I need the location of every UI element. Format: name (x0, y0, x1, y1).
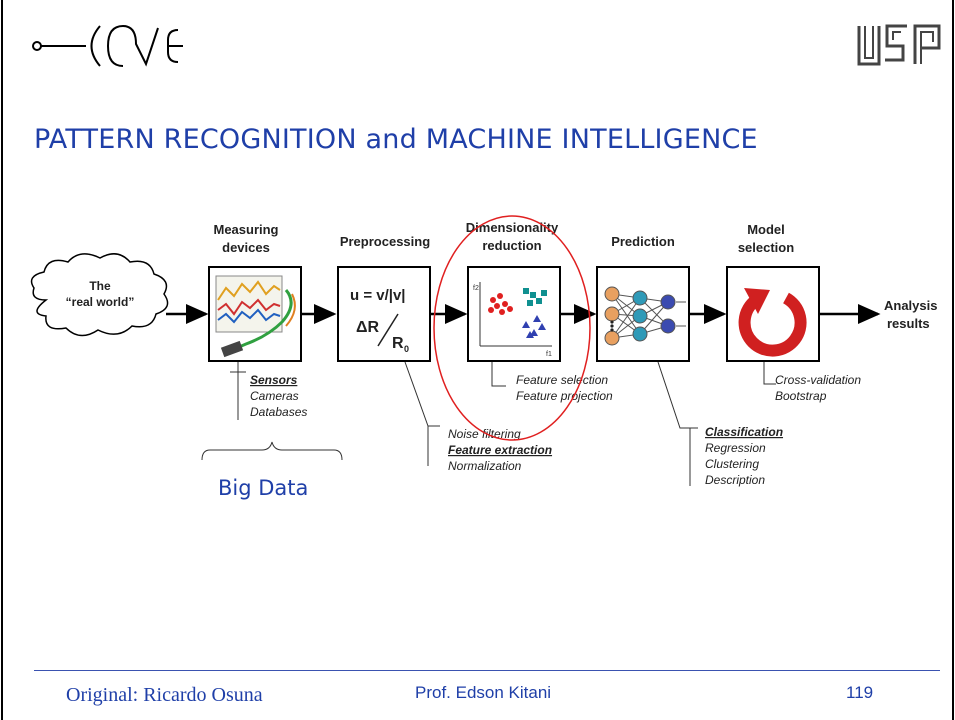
svg-text:Analysis: Analysis (884, 298, 937, 313)
svg-text:Measuring: Measuring (213, 222, 278, 237)
circular-arrow-icon (738, 288, 807, 357)
output-label: Analysis results (884, 298, 937, 331)
svg-text:Cameras: Cameras (250, 389, 299, 403)
svg-text:reduction: reduction (482, 238, 541, 253)
page-number: 119 (846, 683, 874, 702)
slide-border-left (1, 0, 3, 720)
svg-text:selection: selection (738, 240, 794, 255)
svg-text:Noise filtering: Noise filtering (448, 427, 521, 441)
svg-text:Regression: Regression (705, 441, 766, 455)
svg-text:Feature extraction: Feature extraction (448, 443, 552, 457)
footer-credit: Original: Ricardo Osuna (66, 684, 263, 706)
model-selection-box (726, 266, 820, 362)
stage-title-preprocessing: Preprocessing (340, 234, 430, 249)
svg-text:Bootstrap: Bootstrap (775, 389, 827, 403)
slide-title: PATTERN RECOGNITION and MACHINE INTELLIG… (34, 124, 758, 155)
preprocessing-details: Noise filtering Feature extraction Norma… (404, 361, 552, 473)
svg-text:Dimensionality: Dimensionality (466, 220, 559, 235)
svg-text:f2: f2 (473, 285, 479, 292)
stage-title-measuring: Measuring devices (213, 222, 278, 255)
sensor-chart-icon (215, 275, 296, 358)
logo-ane (32, 24, 183, 67)
stage-title-dimensionality: Dimensionality reduction (466, 220, 559, 253)
svg-text:Sensors: Sensors (250, 373, 298, 387)
measuring-devices-box (208, 266, 302, 362)
real-world-cloud: The “real world” (30, 253, 169, 337)
svg-text:Feature projection: Feature projection (516, 389, 613, 403)
neural-network-icon (604, 286, 686, 346)
svg-text:Clustering: Clustering (705, 457, 759, 471)
svg-text:Description: Description (705, 473, 765, 487)
svg-text:Cross-validation: Cross-validation (775, 373, 861, 387)
svg-text:Normalization: Normalization (448, 459, 522, 473)
dimensionality-box: f2 f1 (467, 266, 561, 362)
svg-text:“real world”: “real world” (66, 295, 135, 309)
svg-text:0: 0 (404, 344, 409, 354)
prediction-details: Classification Regression Clustering Des… (657, 361, 783, 487)
footer-divider (34, 670, 940, 671)
svg-text:devices: devices (222, 240, 270, 255)
pipeline-diagram: Measuring devices Preprocessing Dimensio… (30, 215, 937, 487)
slide-border-right (952, 0, 954, 720)
svg-text:Prediction: Prediction (611, 234, 675, 249)
svg-text:Classification: Classification (705, 425, 783, 439)
svg-text:Model: Model (747, 222, 785, 237)
preprocessing-box: u = v/|v| ΔR R 0 (337, 266, 431, 362)
big-data-label: Big Data (218, 476, 309, 500)
dimensionality-details: Feature selection Feature projection (491, 362, 613, 403)
svg-text:f1: f1 (546, 351, 552, 358)
scatter-plot-icon: f2 f1 (473, 282, 552, 358)
svg-text:Databases: Databases (250, 405, 307, 419)
svg-text:results: results (887, 316, 930, 331)
big-data-brace (201, 441, 343, 461)
svg-text:R: R (392, 335, 404, 352)
measuring-details: Sensors Cameras Databases (230, 362, 307, 420)
stage-title-prediction: Prediction (611, 234, 675, 249)
footer-author: Prof. Edson Kitani (415, 683, 552, 702)
svg-text:Preprocessing: Preprocessing (340, 234, 430, 249)
svg-text:The: The (89, 279, 111, 293)
stage-title-model-selection: Model selection (738, 222, 794, 255)
svg-text:u = v/|v|: u = v/|v| (350, 287, 406, 304)
formula-icon: u = v/|v| ΔR R 0 (350, 287, 409, 354)
logo-usp (857, 24, 941, 66)
model-selection-details: Cross-validation Bootstrap (763, 362, 861, 403)
prediction-box (596, 266, 690, 362)
svg-text:ΔR: ΔR (356, 319, 380, 336)
svg-text:Feature selection: Feature selection (516, 373, 608, 387)
highlight-ellipse (433, 215, 591, 441)
